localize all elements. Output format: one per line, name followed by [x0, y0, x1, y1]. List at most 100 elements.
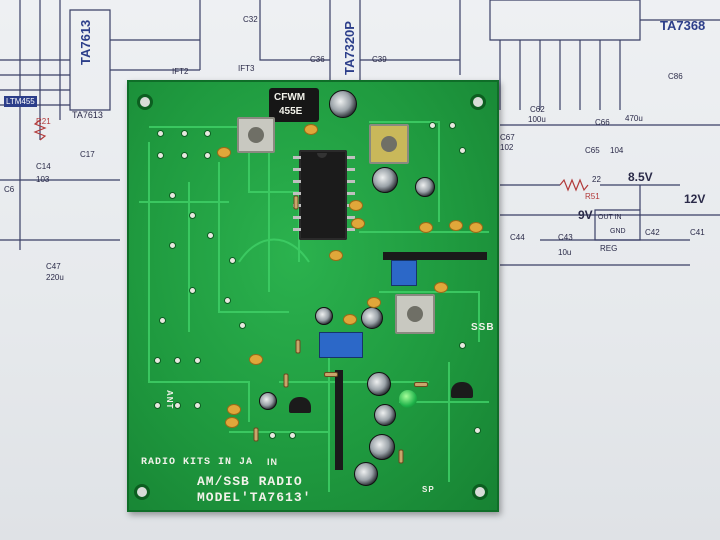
pad	[459, 147, 466, 154]
ceramic-cap-8	[469, 222, 483, 233]
ceramic-filter: CFWM 455E	[269, 88, 319, 122]
c47-label: C47	[46, 262, 61, 271]
in-label: IN	[267, 457, 278, 467]
pad	[207, 232, 214, 239]
pad	[189, 287, 196, 294]
v12-label: 12V	[684, 192, 706, 206]
pad	[194, 402, 201, 409]
pad	[194, 357, 201, 364]
transistor-1	[289, 397, 311, 413]
resistor-1	[293, 195, 299, 210]
pad	[157, 152, 164, 159]
electrolytic-cap-5	[367, 372, 391, 396]
ceramic-cap-13	[227, 404, 241, 415]
ic-pins	[293, 156, 355, 231]
v100u-label: 100u	[528, 115, 546, 124]
pad	[181, 152, 188, 159]
resistor-4	[295, 339, 301, 354]
mounting-hole-tl	[137, 94, 153, 110]
ceramic-cap-14	[225, 417, 239, 428]
ant-label: ANT	[165, 390, 174, 410]
pad	[474, 427, 481, 434]
mounting-hole-br	[472, 484, 488, 500]
pad	[181, 130, 188, 137]
pad	[224, 297, 231, 304]
c39-label: C39	[372, 55, 387, 64]
ceramic-cap-9	[367, 297, 381, 308]
ltm455-label: LTM455	[4, 96, 37, 107]
electrolytic-cap-4	[361, 307, 383, 329]
outin-label: OUT IN	[598, 214, 622, 221]
c62-label: C62	[530, 105, 545, 114]
c14-label: C14	[36, 162, 51, 171]
v104-c65-label: 104	[610, 146, 624, 155]
c65-label: C65	[585, 146, 600, 155]
reg-label: REG	[600, 244, 618, 253]
ceramic-cap-10	[434, 282, 448, 293]
pad	[269, 432, 276, 439]
filter-label-top: CFWM	[274, 92, 306, 103]
c17-label: C17	[80, 150, 95, 159]
trimmer-pot-1	[319, 332, 363, 358]
c44-label: C44	[510, 233, 525, 242]
c6-label: C6	[4, 185, 15, 194]
c41-label: C41	[690, 228, 705, 237]
pad	[174, 402, 181, 409]
pad	[204, 130, 211, 137]
gnd-label: GND	[610, 228, 626, 235]
v85-label: 8.5V	[628, 170, 653, 184]
ceramic-cap-5	[329, 250, 343, 261]
ta7613-label: TA7613	[78, 19, 93, 65]
c42-label: C42	[645, 228, 660, 237]
pad	[459, 342, 466, 349]
c36-label: C36	[310, 55, 325, 64]
ceramic-cap-3	[349, 200, 363, 211]
board-title-line1: AM/SSB RADIO	[197, 474, 303, 489]
pad	[204, 152, 211, 159]
ic-ta7613-chip	[299, 150, 347, 240]
ceramic-cap-2	[304, 124, 318, 135]
v9-label: 9V	[578, 208, 593, 222]
sp-label: SP	[422, 485, 435, 494]
r21-label: R21	[36, 117, 51, 126]
pcb-traces	[139, 121, 489, 492]
r51-label: R51	[585, 192, 600, 201]
electrolytic-cap-3	[415, 177, 435, 197]
pad	[154, 402, 161, 409]
ceramic-cap-1	[217, 147, 231, 158]
electrolytic-cap-6	[374, 404, 396, 426]
ceramic-cap-11	[343, 314, 357, 325]
ift2-label: IFT2	[172, 67, 189, 76]
c32-label: C32	[243, 15, 258, 24]
ift3-label: IFT3	[238, 64, 255, 73]
resistor-7	[253, 427, 259, 442]
c67-label: C67	[500, 133, 515, 142]
if-transformer-2	[369, 124, 409, 164]
resistor-3	[283, 373, 289, 388]
pad	[174, 357, 181, 364]
pad	[159, 317, 166, 324]
ssb-label: SSB	[471, 322, 495, 333]
board-title-line2: MODEL'TA7613'	[197, 490, 312, 505]
pin-header-vertical	[335, 370, 343, 470]
c66-label: C66	[595, 118, 610, 127]
pad	[229, 257, 236, 264]
pad	[169, 242, 176, 249]
electrolytic-cap-2	[372, 167, 398, 193]
filter-label-bottom: 455E	[279, 106, 303, 117]
v102-label: 102	[500, 143, 514, 152]
brand-label: RADIO KITS IN JA	[141, 457, 254, 468]
if-transformer-1	[237, 117, 275, 153]
ta7368-label: TA7368	[660, 18, 706, 33]
c86-label: C86	[668, 72, 683, 81]
pad	[189, 212, 196, 219]
v10u-label: 10u	[558, 248, 572, 257]
mounting-hole-tr	[470, 94, 486, 110]
ta7613-small-label: TA7613	[72, 110, 103, 120]
ceramic-cap-7	[449, 220, 463, 231]
electrolytic-cap-9	[315, 307, 333, 325]
pad	[449, 122, 456, 129]
electrolytic-cap-7	[369, 434, 395, 460]
v103-label: 103	[36, 175, 50, 184]
